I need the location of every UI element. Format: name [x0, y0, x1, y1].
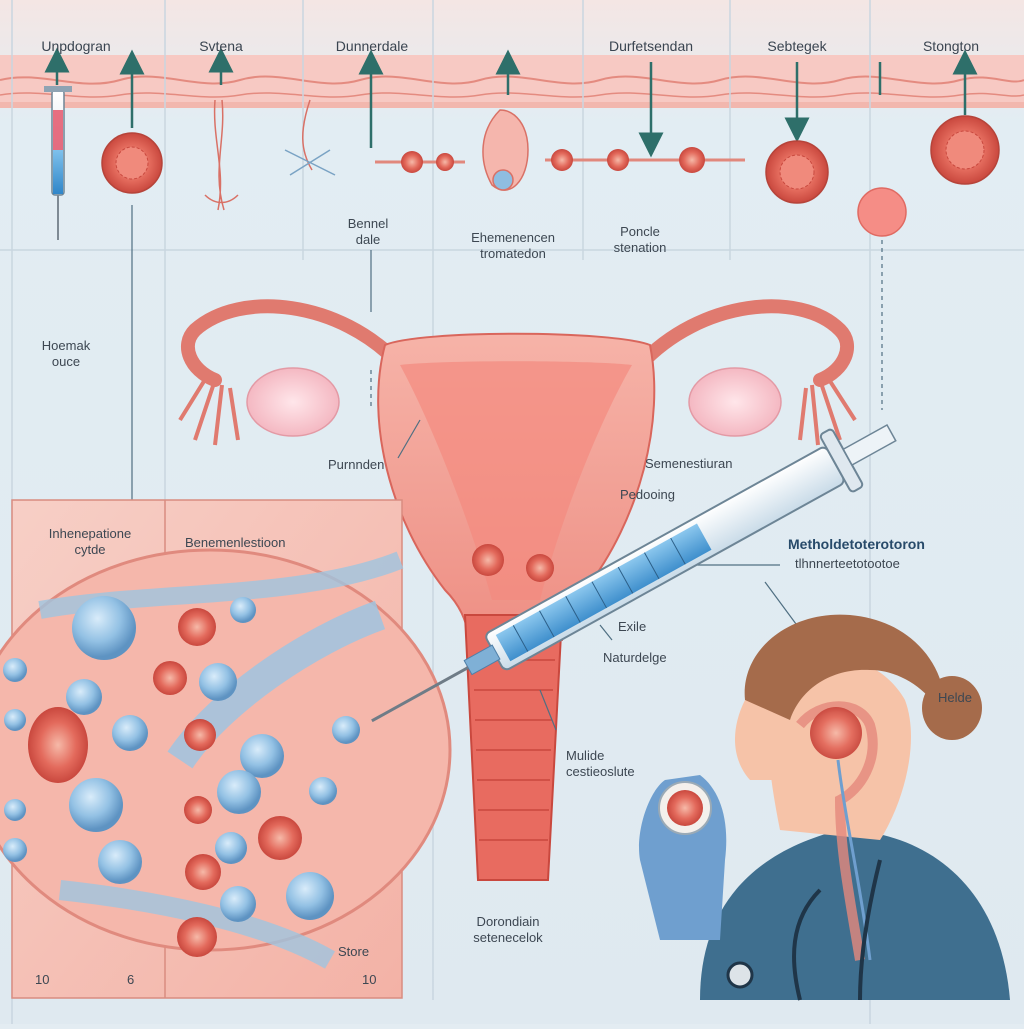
label-naturdelge: Naturdelge — [603, 650, 667, 665]
large-syringe — [371, 423, 897, 723]
nurse-illustration — [639, 614, 1010, 1001]
top-arrows — [44, 47, 978, 158]
follicle-panel — [0, 499, 452, 999]
top-label-6: Stongton — [922, 38, 980, 54]
label-metholdetoterotoron: Metholdetoterotoron — [788, 536, 925, 552]
top-cell-sequence — [101, 115, 1000, 237]
label-bennel-dale: Bennel dale — [347, 216, 389, 247]
label-inhenepatione: Inhenepatione cytde — [48, 526, 132, 557]
top-tissue-sketches — [204, 99, 529, 211]
top-label-2: Svtena — [199, 38, 243, 54]
label-dorondiain: Dorondiain setenecelok — [473, 914, 543, 945]
label-pedooing: Pedooing — [620, 487, 675, 502]
footer-number-right: 10 — [362, 972, 377, 987]
footer-number-left: 10 — [35, 972, 50, 987]
label-hoemak: Hoemak ouce — [41, 338, 91, 369]
top-label-4: Durfetsendan — [608, 38, 694, 54]
label-helde: Helde — [938, 690, 972, 705]
label-purnnden: Purnnden — [328, 457, 385, 472]
label-semenestiuran: Semenestiuran — [645, 456, 733, 471]
blue-follicles — [3, 596, 360, 922]
red-follicles — [28, 608, 302, 957]
top-label-1: Unpdogran — [41, 38, 111, 54]
top-label-3: Dunnerdale — [335, 38, 409, 54]
footer-label-store: Store — [338, 944, 370, 959]
small-syringe-top — [44, 86, 72, 240]
label-exile: Exile — [618, 619, 647, 634]
label-mulide: Mulide cestieoslute — [566, 748, 635, 779]
label-benemenlestioon: Benemenlestioon — [185, 535, 286, 550]
label-tlhnnerteetotootoe: tlhnnerteetotootoe — [795, 556, 900, 571]
footer-number-mid: 6 — [127, 972, 135, 987]
label-ehemenencen: Ehemenencen tromatedon — [471, 230, 555, 261]
top-label-5: Sebtegek — [767, 38, 827, 54]
label-poncle: Poncle stenation — [613, 224, 667, 255]
